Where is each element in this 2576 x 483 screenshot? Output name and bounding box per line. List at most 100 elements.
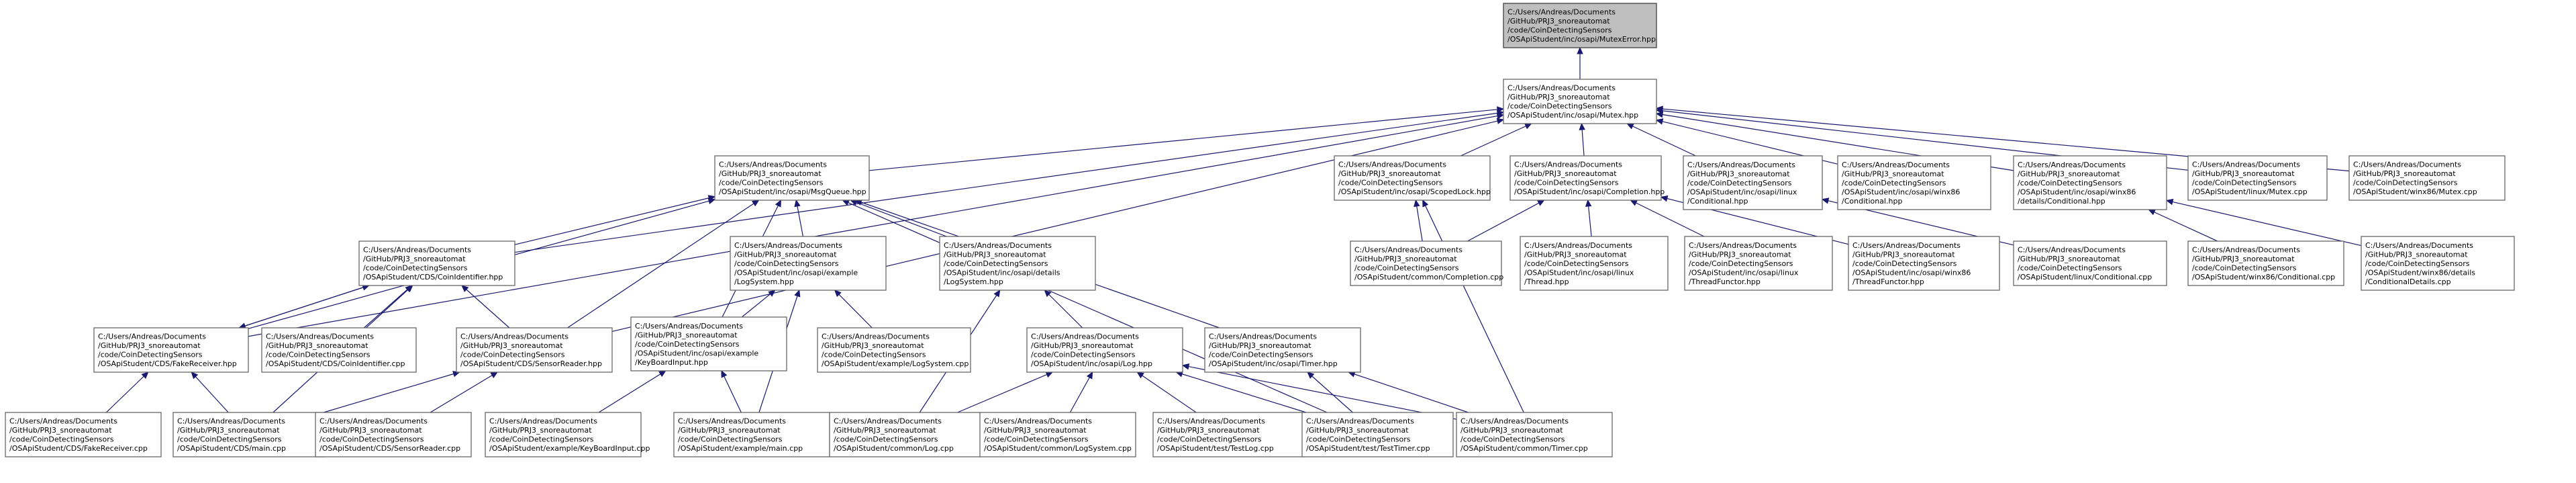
arrowhead-fakereceiverhpp-to-msgqueue bbox=[707, 197, 716, 204]
node-box bbox=[2348, 155, 2506, 201]
node-label-line: C:/Users/Andreas/Documents bbox=[1460, 417, 1569, 426]
edge-coinident-to-mutex bbox=[514, 112, 1504, 253]
node-completion[interactable]: C:/Users/Andreas/Documents/GitHub/PRJ3_s… bbox=[1509, 155, 1665, 201]
node-label-line: /OSApiStudent/CDS/SensorReader.hpp bbox=[460, 359, 602, 368]
node-sensorreaderhpp[interactable]: C:/Users/Andreas/Documents/GitHub/PRJ3_s… bbox=[456, 327, 613, 373]
node-cdsmaincpp[interactable]: C:/Users/Andreas/Documents/GitHub/PRJ3_s… bbox=[172, 412, 325, 457]
node-label-line: C:/Users/Andreas/Documents bbox=[1354, 246, 1463, 255]
node-label-line: /OSApiStudent/common/Timer.cpp bbox=[1460, 444, 1588, 453]
node-win86condcpp[interactable]: C:/Users/Andreas/Documents/GitHub/PRJ3_s… bbox=[2187, 240, 2344, 286]
node-win86mutexcpp[interactable]: C:/Users/Andreas/Documents/GitHub/PRJ3_s… bbox=[2348, 155, 2506, 201]
node-box bbox=[2187, 155, 2328, 201]
node-label-line: C:/Users/Andreas/Documents bbox=[460, 333, 568, 341]
node-win86threadfunctor[interactable]: C:/Users/Andreas/Documents/GitHub/PRJ3_s… bbox=[1848, 236, 2000, 291]
node-logsystemdet[interactable]: C:/Users/Andreas/Documents/GitHub/PRJ3_s… bbox=[939, 236, 1096, 291]
node-label-line: C:/Users/Andreas/Documents bbox=[1031, 333, 1139, 341]
node-label-line: /GitHub/PRJ3_snoreautomat bbox=[1354, 255, 1457, 263]
node-label-line: /OSApiStudent/inc/osapi/winx86 bbox=[2018, 187, 2136, 196]
node-label-line: C:/Users/Andreas/Documents bbox=[2192, 246, 2300, 255]
node-box bbox=[1509, 155, 1662, 201]
node-box bbox=[1837, 155, 1991, 210]
node-linuxthread[interactable]: C:/Users/Andreas/Documents/GitHub/PRJ3_s… bbox=[1520, 236, 1669, 291]
node-box bbox=[979, 412, 1136, 457]
node-scopedlock[interactable]: C:/Users/Andreas/Documents/GitHub/PRJ3_s… bbox=[1334, 155, 1491, 201]
edge-coinident-to-msgqueue bbox=[514, 196, 715, 245]
node-fakereceivercpp[interactable]: C:/Users/Andreas/Documents/GitHub/PRJ3_s… bbox=[5, 412, 162, 457]
node-win86cond[interactable]: C:/Users/Andreas/Documents/GitHub/PRJ3_s… bbox=[1837, 155, 1991, 210]
node-label-line: /code/CoinDetectingSensors bbox=[944, 259, 1048, 268]
node-box bbox=[315, 412, 472, 457]
edge-sensorreaderhpp-to-mutex bbox=[611, 119, 1504, 333]
node-commontimercpp[interactable]: C:/Users/Andreas/Documents/GitHub/PRJ3_s… bbox=[1456, 412, 1613, 457]
edge-coinidentcpp-to-coinident bbox=[363, 285, 413, 328]
node-label-line: /GitHub/PRJ3_snoreautomat bbox=[719, 169, 822, 178]
node-loghpp[interactable]: C:/Users/Andreas/Documents/GitHub/PRJ3_s… bbox=[1026, 327, 1183, 373]
node-label-line: C:/Users/Andreas/Documents bbox=[177, 417, 285, 426]
arrowhead-examplemaincpp-to-logsystemex bbox=[794, 289, 801, 298]
node-msgqueue[interactable]: C:/Users/Andreas/Documents/GitHub/PRJ3_s… bbox=[714, 155, 870, 201]
node-label-line: /GitHub/PRJ3_snoreautomat bbox=[822, 341, 924, 350]
node-testlogcpp[interactable]: C:/Users/Andreas/Documents/GitHub/PRJ3_s… bbox=[1152, 412, 1305, 457]
node-sensorreadercpp[interactable]: C:/Users/Andreas/Documents/GitHub/PRJ3_s… bbox=[315, 412, 472, 457]
node-exlogsystemcpp[interactable]: C:/Users/Andreas/Documents/GitHub/PRJ3_s… bbox=[817, 327, 971, 373]
node-box bbox=[1848, 236, 2000, 291]
node-box bbox=[2013, 155, 2167, 210]
node-box bbox=[730, 236, 887, 291]
node-label-line: /OSApiStudent/CDS/main.cpp bbox=[177, 444, 286, 453]
node-logsystemex[interactable]: C:/Users/Andreas/Documents/GitHub/PRJ3_s… bbox=[730, 236, 887, 291]
node-label-line: /code/CoinDetectingSensors bbox=[734, 259, 839, 268]
node-keyboardinputhpp[interactable]: C:/Users/Andreas/Documents/GitHub/PRJ3_s… bbox=[630, 316, 787, 371]
node-box bbox=[817, 327, 971, 373]
node-label-line: /OSApiStudent/test/TestLog.cpp bbox=[1157, 444, 1274, 453]
node-label-line: /code/CoinDetectingSensors bbox=[2018, 179, 2122, 187]
node-linuxcondcpp[interactable]: C:/Users/Andreas/Documents/GitHub/PRJ3_s… bbox=[2013, 240, 2167, 286]
node-label-line: /GitHub/PRJ3_snoreautomat bbox=[489, 426, 592, 435]
node-label-line: /code/CoinDetectingSensors bbox=[2192, 264, 2297, 273]
node-label-line: /OSApiStudent/CDS/CoinIdentifier.hpp bbox=[363, 273, 503, 281]
arrowhead-commonlogsystemcpp-to-loghpp bbox=[1086, 371, 1093, 380]
node-box bbox=[939, 236, 1096, 291]
node-commoncompletion[interactable]: C:/Users/Andreas/Documents/GitHub/PRJ3_s… bbox=[1350, 240, 1503, 286]
arrowhead-keyboardinputhpp-to-logsystemex bbox=[768, 290, 776, 297]
node-win86conddetails[interactable]: C:/Users/Andreas/Documents/GitHub/PRJ3_s… bbox=[2361, 236, 2515, 291]
node-keyboardinputcpp[interactable]: C:/Users/Andreas/Documents/GitHub/PRJ3_s… bbox=[485, 412, 650, 457]
arrowhead-testtimercpp-to-msgqueue bbox=[842, 200, 850, 206]
node-box bbox=[829, 412, 981, 457]
node-mutex[interactable]: C:/Users/Andreas/Documents/GitHub/PRJ3_s… bbox=[1503, 79, 1657, 124]
node-coinident[interactable]: C:/Users/Andreas/Documents/GitHub/PRJ3_s… bbox=[358, 240, 515, 286]
node-label-line: /code/CoinDetectingSensors bbox=[1031, 351, 1136, 359]
edge-cdsmaincpp-to-fakereceiverhpp bbox=[191, 371, 229, 413]
node-label-line: /code/CoinDetectingSensors bbox=[1354, 264, 1459, 273]
node-linuxthreadfunctor[interactable]: C:/Users/Andreas/Documents/GitHub/PRJ3_s… bbox=[1684, 236, 1833, 291]
node-linuxcond[interactable]: C:/Users/Andreas/Documents/GitHub/PRJ3_s… bbox=[1683, 155, 1823, 210]
edge-commoncompletion-to-scopedlock bbox=[1415, 200, 1423, 242]
node-label-line: C:/Users/Andreas/Documents bbox=[2018, 246, 2126, 255]
node-linuxmutexcpp[interactable]: C:/Users/Andreas/Documents/GitHub/PRJ3_s… bbox=[2187, 155, 2328, 201]
node-examplemaincpp[interactable]: C:/Users/Andreas/Documents/GitHub/PRJ3_s… bbox=[673, 412, 830, 457]
node-label-line: /OSApiStudent/inc/osapi/Mutex.hpp bbox=[1507, 111, 1638, 120]
node-commonlogsystemcpp[interactable]: C:/Users/Andreas/Documents/GitHub/PRJ3_s… bbox=[979, 412, 1136, 457]
node-box bbox=[93, 327, 249, 373]
node-label-line: C:/Users/Andreas/Documents bbox=[2018, 161, 2126, 169]
node-commonlogcpp[interactable]: C:/Users/Andreas/Documents/GitHub/PRJ3_s… bbox=[829, 412, 981, 457]
node-timerhpp[interactable]: C:/Users/Andreas/Documents/GitHub/PRJ3_s… bbox=[1204, 327, 1361, 373]
node-testtimercpp[interactable]: C:/Users/Andreas/Documents/GitHub/PRJ3_s… bbox=[1301, 412, 1454, 457]
node-mutexerror[interactable]: C:/Users/Andreas/Documents/GitHub/PRJ3_s… bbox=[1503, 3, 1657, 48]
node-label-line: /OSApiStudent/inc/osapi/linux bbox=[1689, 268, 1799, 277]
arrowhead-loghpp-to-logsystemdet bbox=[1044, 290, 1052, 298]
edge-loghpp-to-logsystemdet bbox=[1044, 290, 1083, 328]
node-label-line: /OSApiStudent/inc/osapi/linux bbox=[1524, 268, 1634, 277]
node-label-line: /OSApiStudent/CDS/FakeReceiver.cpp bbox=[9, 444, 148, 453]
node-label-line: /code/CoinDetectingSensors bbox=[1524, 259, 1629, 268]
arrowhead-testtimercpp-to-timerhpp bbox=[1307, 371, 1315, 379]
node-label-line: C:/Users/Andreas/Documents bbox=[9, 417, 117, 426]
node-coinidentcpp[interactable]: C:/Users/Andreas/Documents/GitHub/PRJ3_s… bbox=[261, 327, 417, 373]
node-label-line: /code/CoinDetectingSensors bbox=[460, 351, 565, 359]
node-label-line: /GitHub/PRJ3_snoreautomat bbox=[944, 250, 1046, 259]
edge-commonlogcpp-to-loghpp bbox=[957, 371, 1053, 413]
node-label-line: /OSApiStudent/inc/osapi/example bbox=[734, 268, 858, 277]
node-fakereceiverhpp[interactable]: C:/Users/Andreas/Documents/GitHub/PRJ3_s… bbox=[93, 327, 249, 373]
edge-keyboardinputcpp-to-keyboardinputhpp bbox=[598, 370, 666, 413]
node-label-line: /GitHub/PRJ3_snoreautomat bbox=[1157, 426, 1260, 435]
node-win86detcond[interactable]: C:/Users/Andreas/Documents/GitHub/PRJ3_s… bbox=[2013, 155, 2167, 210]
